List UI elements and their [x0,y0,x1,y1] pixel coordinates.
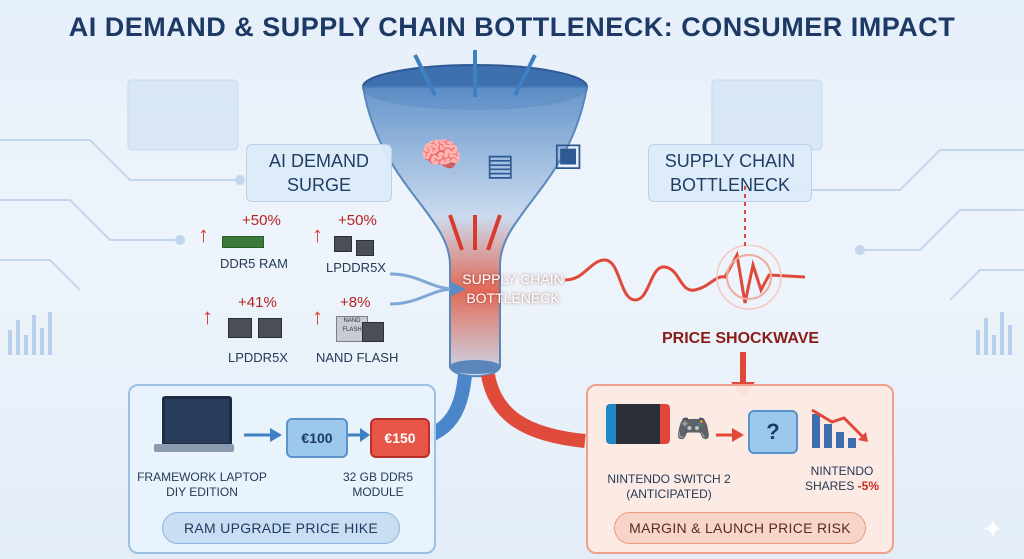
ram-stick-icon [222,236,264,248]
component-lpddr5x-b: ↑ +41% LPDDR5X [198,294,308,365]
component-name: LPDDR5X [326,260,386,275]
funnel-diagram [361,50,589,452]
price-new: €150 [384,430,416,446]
chip-icon [228,318,252,338]
component-nand-flash: ↑ +8% NAND FLASH NAND FLASH [312,294,422,365]
launch-risk-footer: MARGIN & LAUNCH PRICE RISK [614,512,866,544]
server-icon: ▤ [486,149,515,182]
console-label: NINTENDO SWITCH 2 (ANTICIPATED) [607,472,731,501]
arrow-right-icon [348,428,370,442]
shares-name: NINTENDO SHARES [804,464,874,493]
arrow-up-icon: ↑ [198,222,209,247]
chip-icon [362,322,384,342]
ai-demand-label: AI DEMAND SURGE [246,144,392,202]
shockwave-line [565,245,805,310]
sparkle-icon: ✦ [982,514,1004,544]
price-tag-question: ? [748,410,798,454]
page-title: AI DEMAND & SUPPLY CHAIN BOTTLENECK: CON… [68,12,956,42]
funnel-bottleneck-label: SUPPLY CHAIN BOTTLENECK [462,271,564,306]
declining-chart-icon [811,408,868,448]
brain-icon: 🧠 [420,136,463,174]
module-label: 32 GB DDR5 Module [342,470,414,499]
price-old: €100 [301,430,333,446]
chip-icon [334,236,352,252]
component-lpddr5x-a: ↑ +50% LPDDR5X [312,212,422,275]
component-percent: +41% [238,294,277,311]
arrow-up-icon: ↑ [312,222,323,247]
chip-icon [356,240,374,256]
price-question: ? [766,419,780,444]
shares-label: NINTENDO SHARES -5% [798,464,886,494]
chip-icon [258,318,282,338]
component-name: NAND FLASH [316,350,399,365]
component-percent: +50% [242,212,281,229]
component-name: DDR5 RAM [220,256,288,271]
console-icon [606,404,670,444]
laptop-label: FRAMEWORK LAPTOP DIY EDITION [137,470,267,499]
gamepad-icon: 🎮 [676,413,711,444]
supply-chain-label: SUPPLY CHAIN BOTTLENECK [648,144,812,202]
component-name: LPDDR5X [228,350,288,365]
supply-chain-dashed-connector [744,186,746,246]
component-ddr5-ram: ↑ +50% DDR5 RAM [198,212,308,274]
price-tag-new: €150 [370,418,430,458]
ai-chip-icon: ▣ [553,136,584,172]
arrow-right-icon [716,428,744,442]
arrow-up-icon: ↑ [202,304,213,329]
component-percent: +50% [338,212,377,229]
arrow-up-icon: ↑ [312,304,323,329]
ram-upgrade-footer: RAM UPGRADE PRICE HIKE [162,512,400,544]
laptop-icon [154,396,234,456]
price-shockwave-label: PRICE SHOCKWAVE [662,330,820,347]
price-tag-old: €100 [286,418,348,458]
component-percent: +8% [340,294,371,311]
shares-change: -5% [857,479,880,493]
arrow-right-icon [244,428,282,442]
components-to-funnel-arrow [390,272,466,306]
